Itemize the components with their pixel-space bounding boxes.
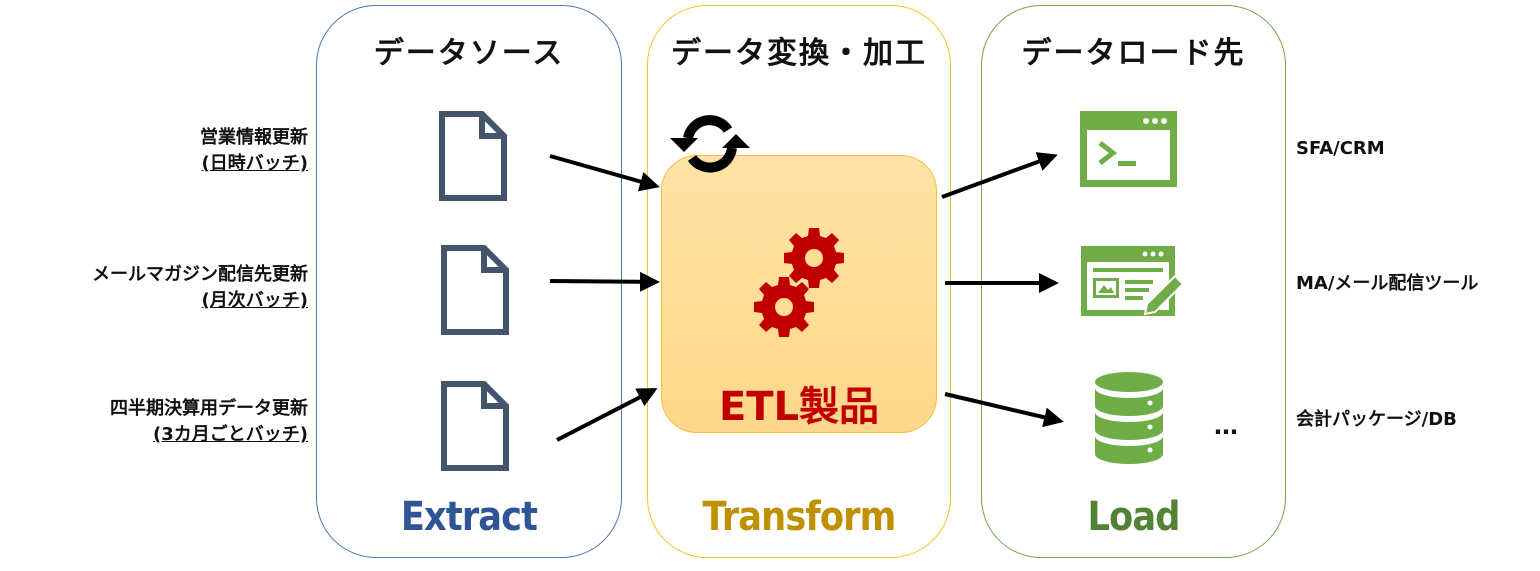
transform-phase-label: Transform	[702, 494, 897, 540]
load-phase-label: Load	[1087, 494, 1180, 540]
document-icon	[441, 245, 509, 335]
arrow-source2-to-etl	[549, 271, 660, 292]
source-label-sales: 営業情報更新 (日時バッチ)	[200, 125, 308, 177]
terminal-window-icon	[1080, 111, 1177, 187]
load-title: データロード先	[1021, 36, 1246, 71]
source-name: メールマガジン配信先更新	[92, 264, 308, 285]
source-label-mailmag: メールマガジン配信先更新 (月次バッチ)	[92, 262, 308, 314]
database-icon	[1095, 372, 1163, 464]
destination-label-sfa: SFA/CRM	[1296, 138, 1385, 159]
web-editor-icon	[1081, 246, 1185, 316]
more-destinations-ellipsis: …	[1214, 412, 1240, 440]
source-schedule: (月次バッチ)	[201, 290, 308, 311]
arrow-etl-to-dest1	[941, 152, 1058, 199]
sync-icon	[670, 115, 750, 173]
extract-phase-label: Extract	[400, 494, 538, 540]
document-icon	[439, 111, 507, 201]
destination-label-ma: MA/メール配信ツール	[1296, 273, 1479, 294]
source-schedule: (3カ月ごとバッチ)	[153, 424, 308, 445]
etl-product-box: ETL製品	[661, 155, 937, 433]
arrow-etl-to-dest3	[944, 392, 1064, 428]
transform-title: データ変換・加工	[671, 36, 927, 71]
etl-product-label: ETL製品	[718, 384, 880, 430]
source-schedule: (日時バッチ)	[201, 153, 308, 174]
arrow-source1-to-etl	[549, 154, 660, 192]
extract-title: データソース	[373, 36, 565, 71]
source-name: 四半期決算用データ更新	[110, 398, 308, 419]
document-icon	[441, 381, 509, 471]
source-name: 営業情報更新	[200, 127, 308, 148]
arrow-source3-to-etl	[556, 388, 658, 442]
source-label-quarterly: 四半期決算用データ更新 (3カ月ごとバッチ)	[110, 396, 308, 448]
destination-label-db: 会計パッケージ/DB	[1296, 409, 1457, 430]
